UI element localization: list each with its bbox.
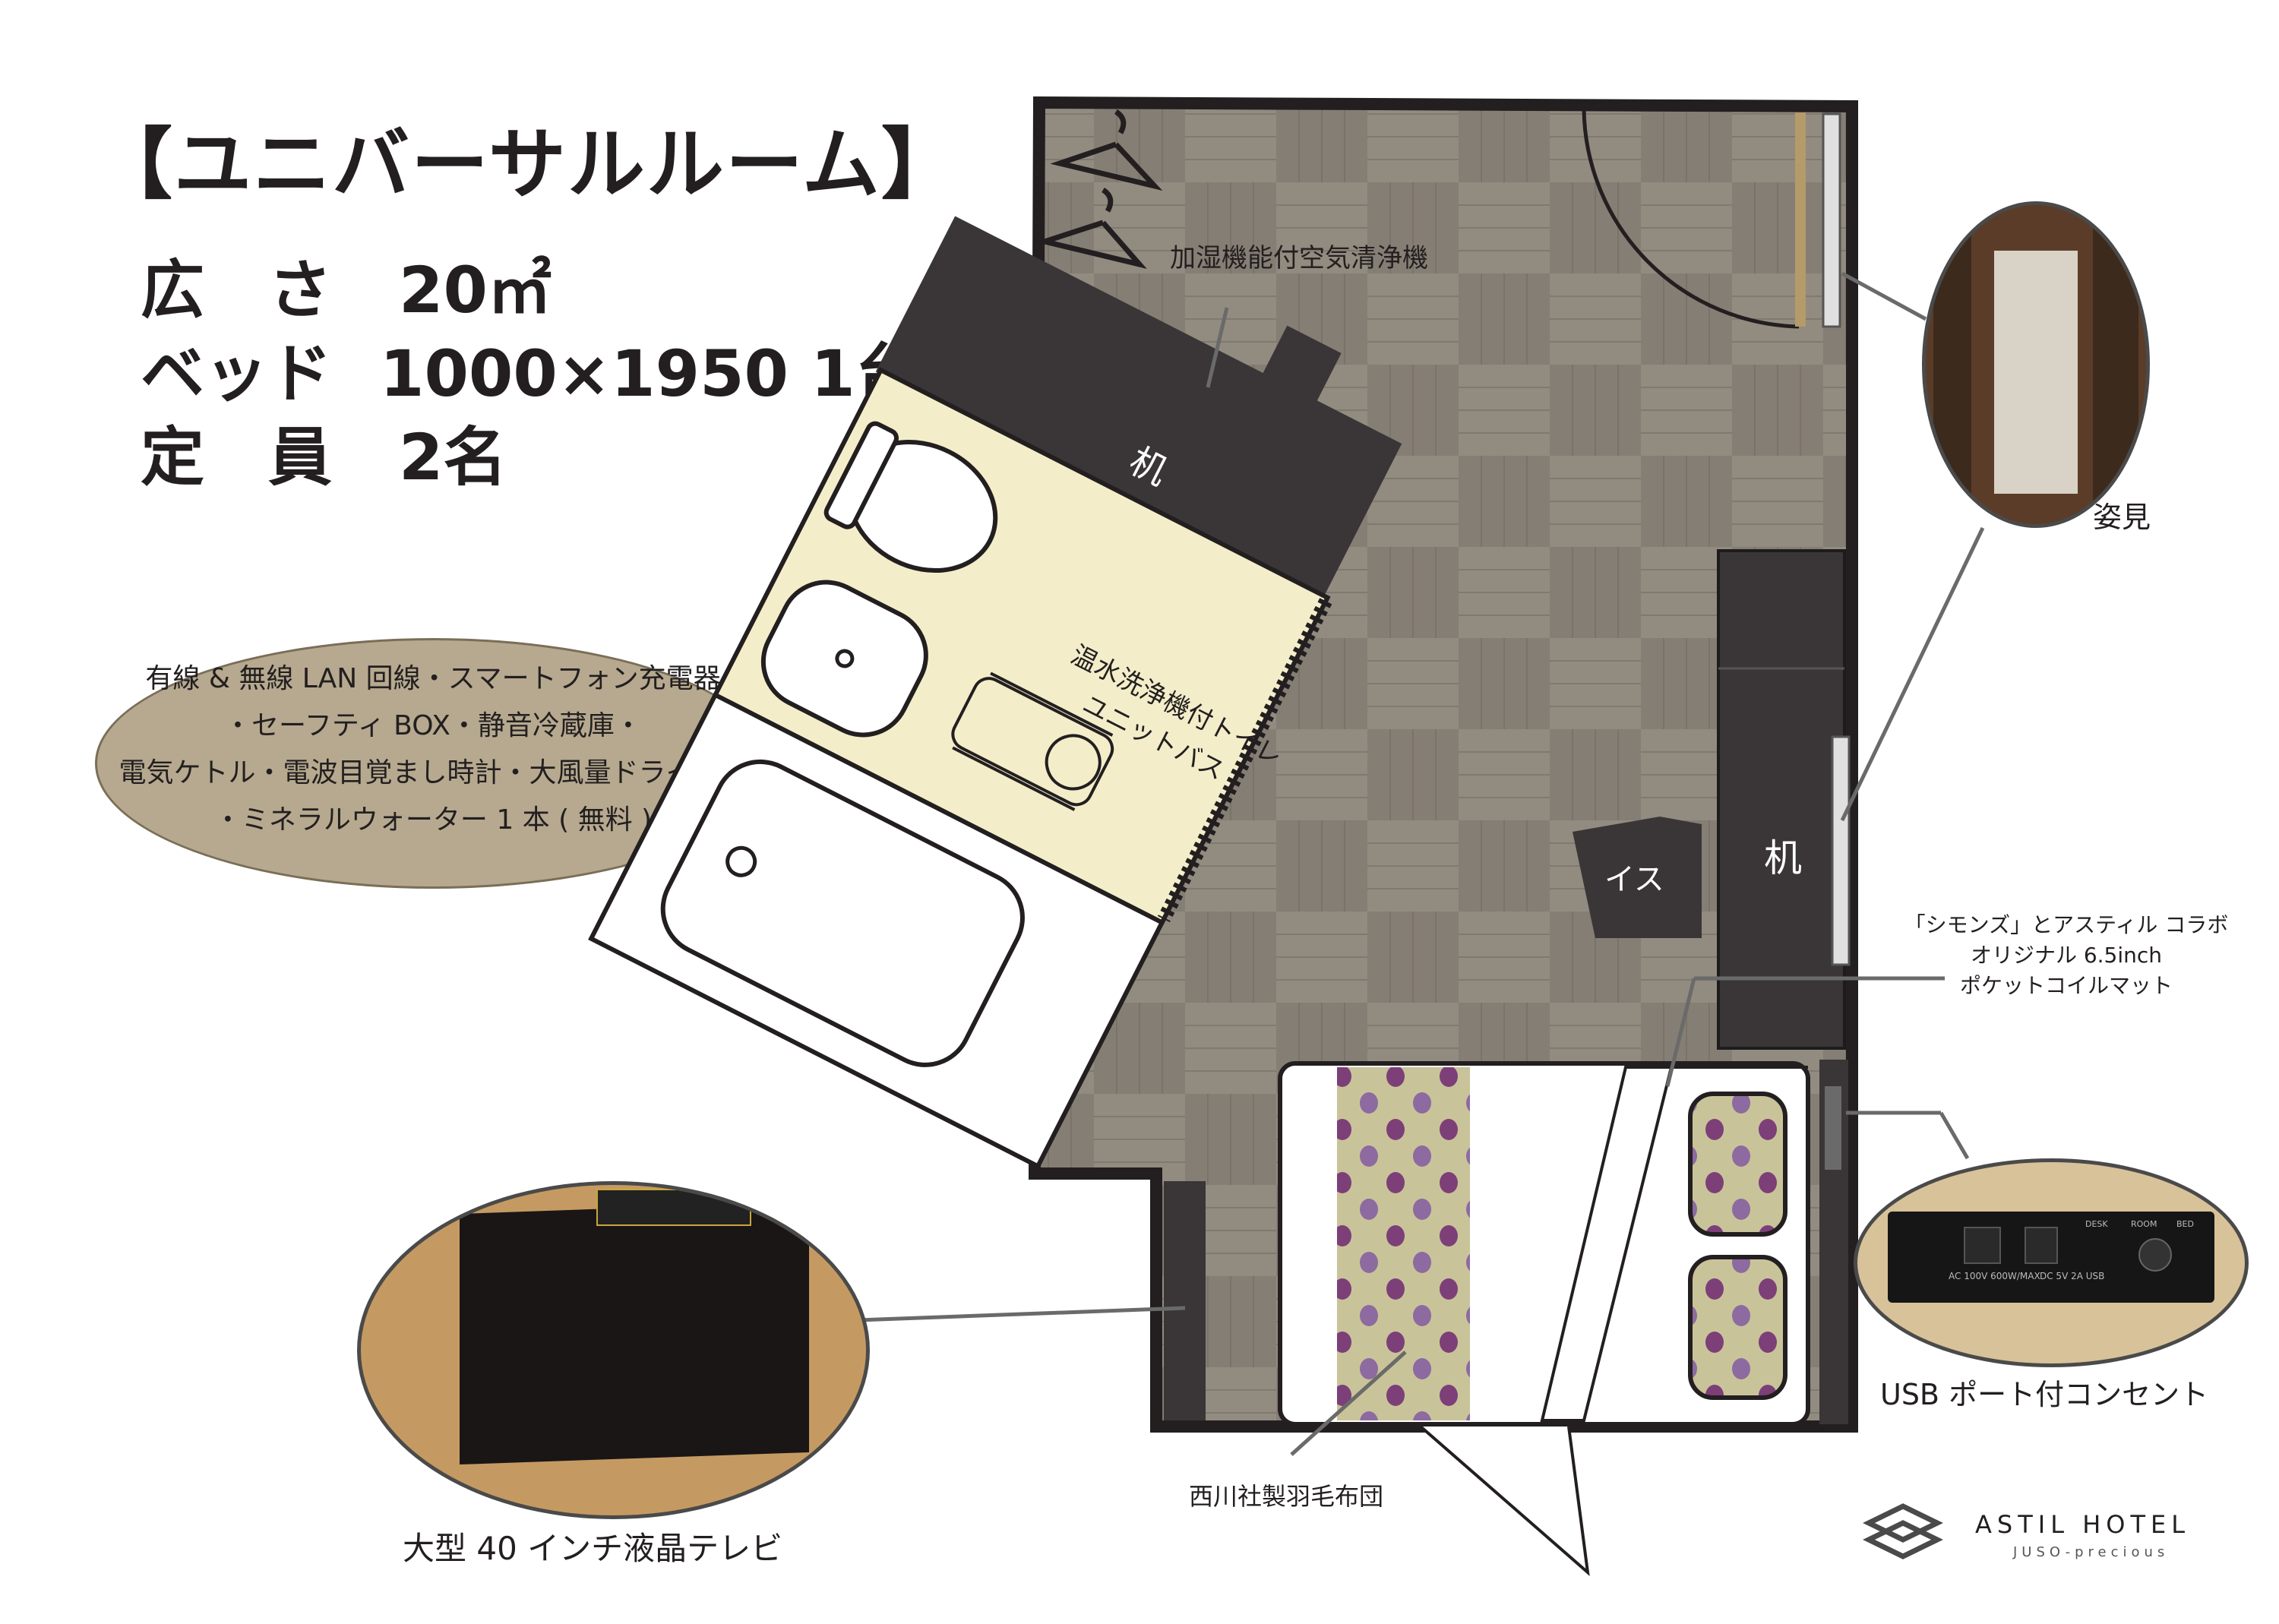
mirror-reflection [1994,251,2078,494]
hanger-icon [1035,109,1163,269]
ac-socket-icon [1964,1227,2001,1264]
spec-area-value: 20㎡ [399,253,552,327]
spec-bed: ベッド 1000×1950 1台 [141,323,919,415]
desk-top [875,216,1402,600]
futon-label: 西川社製羽毛布団 [1189,1482,1384,1511]
spec-bed-label: ベッド [141,336,333,411]
dimmer-knob-icon [2138,1238,2172,1272]
outlet-ac-text: AC 100V 600W/MAX [1949,1271,2040,1281]
entrance-door [1582,108,1841,329]
chair [1573,817,1702,938]
tv-sticker [596,1189,751,1226]
wheelchair-icon [951,671,1114,811]
outlet-usb-text: DC 5V 2A USB [2040,1271,2105,1281]
spec-area-label: 広 さ [141,253,333,327]
air-purifier [1260,325,1342,408]
chair-label: イス [1604,862,1664,897]
amenities-line: 有線 & 無線 LAN 回線・スマートフォン充電器 [145,663,721,694]
mattress-line: 「シモンズ」とアスティル コラボ [1904,912,2229,937]
spec-area: 広 さ 20㎡ [141,239,552,331]
usb-port-icon [2025,1227,2058,1264]
outlet-desk-text: DESK [2085,1219,2108,1229]
brand-logo-icon [1863,1503,1943,1559]
mirror-label: 姿見 [2093,501,2151,534]
spec-capacity-label: 定 員 [141,420,333,494]
spec-capacity: 定 員 2名 [141,406,507,498]
brand-subtitle: JUSO-precious [2013,1544,2170,1560]
outlet-photo: AC 100V 600W/MAX DC 5V 2A USB DESK ROOM … [1854,1158,2249,1367]
outlet-room-text: ROOM [2131,1219,2157,1229]
outlet-bed-text: BED [2176,1219,2194,1229]
mattress-line: ポケットコイルマット [1959,973,2173,998]
tv-screen [460,1201,809,1465]
amenities-line: ・セーフティ BOX・静音冷蔵庫・ [224,710,642,741]
desk-right-label: 机 [1764,836,1802,880]
lower-door [1419,1425,1590,1576]
pillow [1688,1092,1787,1237]
leader-lines [858,271,1985,1456]
tv-label: 大型 40 インチ液晶テレビ [403,1530,783,1567]
mirror-photo [1922,201,2150,528]
bathtub-icon [660,759,1025,1067]
usb-label: USB ポート付コンセント [1880,1378,2209,1411]
sink-icon [760,580,928,738]
tv-photo [357,1181,870,1519]
outlet-panel: AC 100V 600W/MAX DC 5V 2A USB DESK ROOM … [1888,1212,2214,1303]
air-purifier-label: 加湿機能付空気清浄機 [1170,243,1428,273]
spec-capacity-value: 2名 [399,420,507,494]
amenities-line: 電気ケトル・電波目覚まし時計・大風量ドライヤー [119,757,748,788]
tv-unit [1164,1181,1206,1420]
bed-runner [1337,1067,1470,1420]
mattress-callout: 「シモンズ」とアスティル コラボ オリジナル 6.5inch ポケットコイルマッ… [1892,910,2241,1001]
duvet-fold [1540,1066,1674,1422]
pillow [1688,1255,1787,1400]
mattress-line: オリジナル 6.5inch [1970,943,2163,968]
page-title: 【ユニバーサルルーム】 [95,120,960,210]
brand-name: ASTIL HOTEL [1975,1510,2191,1539]
amenities-line: ・ミネラルウォーター 1 本 ( 無料 ) [213,804,653,836]
wall-mirror [1831,735,1851,966]
desk-right [1717,549,1846,1050]
spec-bed-value: 1000×1950 1台 [380,336,919,411]
